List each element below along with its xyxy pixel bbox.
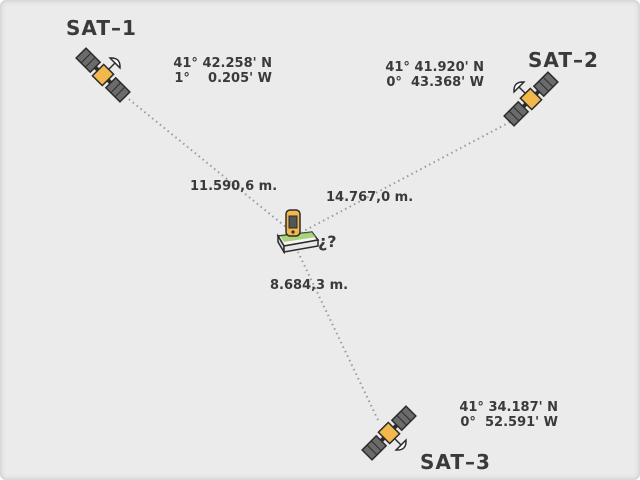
signal-line-sat3 xyxy=(297,251,379,421)
signal-line-sat1 xyxy=(124,95,293,233)
distance-label-sat2: 14.767,0 m. xyxy=(326,190,414,205)
distance-label-sat1: 11.590,6 m. xyxy=(190,179,278,194)
sat2-latitude: 41° 41.920' N xyxy=(385,60,484,75)
satellite-icon xyxy=(75,47,131,103)
signal-line-sat2 xyxy=(301,121,511,233)
sat1-latitude: 41° 42.258' N xyxy=(173,56,272,71)
sat1-longitude: 1° 0.205' W xyxy=(174,71,272,86)
unknown-position-label: ¿? xyxy=(318,232,337,251)
gps-receiver-icon xyxy=(276,209,320,254)
sat1-name: SAT–1 xyxy=(66,16,137,40)
sat2-name: SAT–2 xyxy=(528,48,599,72)
sat2-longitude: 0° 43.368' W xyxy=(386,75,484,90)
satellite-icon xyxy=(361,405,417,461)
sat3-name: SAT–3 xyxy=(420,450,491,474)
satellite-icon xyxy=(503,71,559,127)
sat3-longitude: 0° 52.591' W xyxy=(460,415,558,430)
sat3-latitude: 41° 34.187' N xyxy=(459,400,558,415)
distance-label-sat3: 8.684,3 m. xyxy=(270,278,349,293)
